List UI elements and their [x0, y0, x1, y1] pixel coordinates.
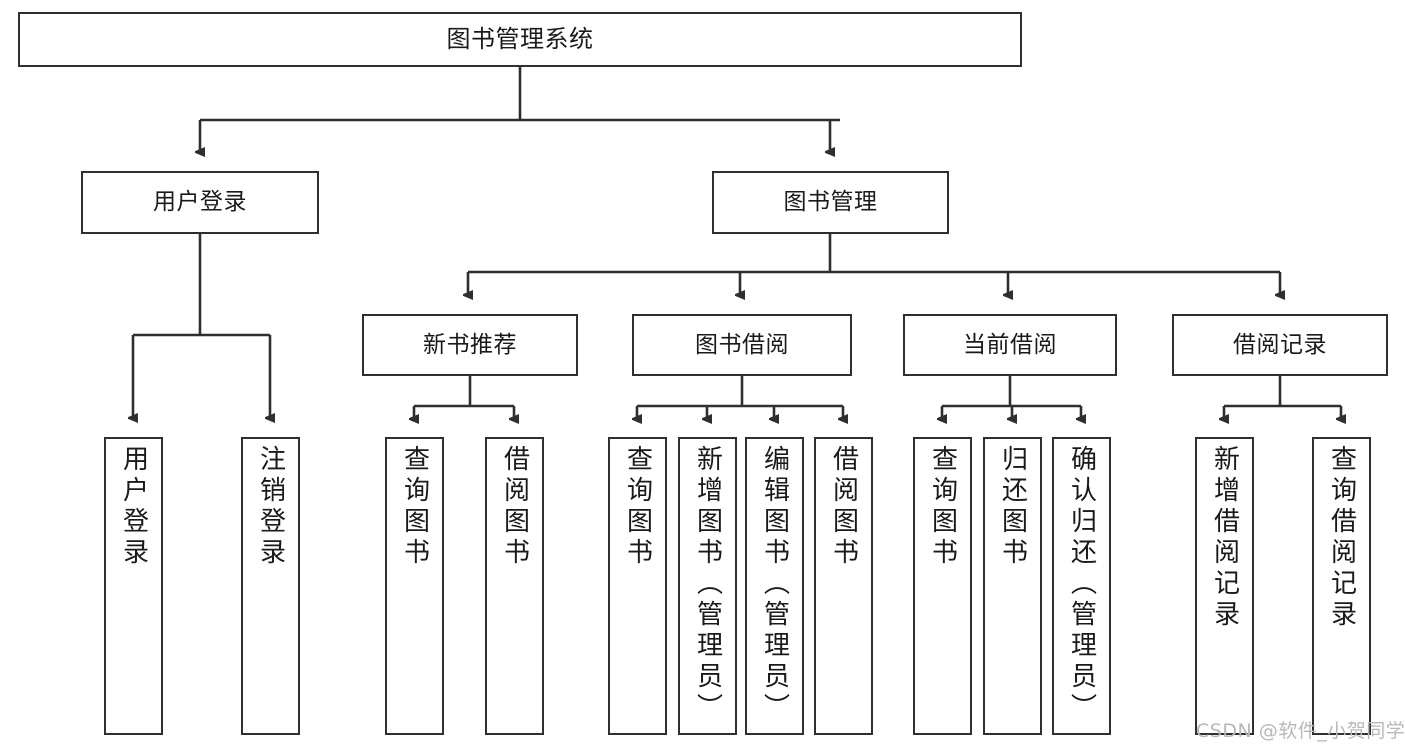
- leaf-confirm-return-admin[interactable]: 确认归还（管理员）: [1052, 437, 1111, 735]
- connector-newbook-to-leaves: [414, 376, 514, 419]
- node-label: 新增借阅记录: [1209, 445, 1240, 631]
- node-book-manage[interactable]: 图书管理: [712, 171, 949, 234]
- connector-bookmanage-to-level3: [468, 234, 1280, 295]
- leaf-user-logout[interactable]: 注销登录: [241, 437, 300, 735]
- node-label: 新增图书（管理员）: [692, 445, 723, 724]
- node-label: 查询借阅记录: [1326, 445, 1357, 631]
- leaf-borrow-book-recommend[interactable]: 借阅图书: [485, 437, 544, 735]
- leaf-query-book-borrow[interactable]: 查询图书: [608, 437, 667, 735]
- node-label: 当前借阅: [963, 331, 1057, 358]
- node-label: 注销登录: [255, 445, 286, 569]
- leaf-add-borrow-record[interactable]: 新增借阅记录: [1195, 437, 1254, 735]
- node-new-book-recommend[interactable]: 新书推荐: [362, 314, 578, 376]
- node-label: 借阅图书: [828, 445, 859, 569]
- node-label: 确认归还（管理员）: [1066, 445, 1097, 724]
- node-current-borrow[interactable]: 当前借阅: [903, 314, 1117, 376]
- leaf-return-book[interactable]: 归还图书: [983, 437, 1042, 735]
- connector-root-to-level2: [200, 67, 840, 152]
- connector-borrowrecord-to-leaves: [1224, 376, 1341, 419]
- node-label: 查询图书: [399, 445, 430, 569]
- leaf-add-book-admin[interactable]: 新增图书（管理员）: [678, 437, 737, 735]
- connector-bookborrow-to-leaves: [637, 376, 843, 419]
- leaf-query-borrow-record[interactable]: 查询借阅记录: [1312, 437, 1371, 735]
- node-book-borrow[interactable]: 图书借阅: [632, 314, 852, 376]
- node-label: 图书管理系统: [446, 24, 594, 53]
- node-label: 借阅图书: [499, 445, 530, 569]
- connector-userlogin-to-leaves: [133, 234, 270, 418]
- node-label: 查询图书: [927, 445, 958, 569]
- node-label: 归还图书: [997, 445, 1028, 569]
- node-label: 编辑图书（管理员）: [759, 445, 790, 724]
- node-label: 查询图书: [622, 445, 653, 569]
- leaf-query-book-recommend[interactable]: 查询图书: [385, 437, 444, 735]
- node-root-system[interactable]: 图书管理系统: [18, 12, 1022, 67]
- node-label: 图书借阅: [695, 331, 789, 358]
- leaf-user-login[interactable]: 用户登录: [104, 437, 163, 735]
- node-label: 图书管理: [783, 189, 878, 216]
- leaf-edit-book-admin[interactable]: 编辑图书（管理员）: [745, 437, 804, 735]
- node-label: 借阅记录: [1233, 331, 1327, 358]
- node-label: 用户登录: [118, 445, 149, 569]
- node-borrow-record[interactable]: 借阅记录: [1172, 314, 1388, 376]
- node-label: 新书推荐: [423, 331, 517, 358]
- node-user-login[interactable]: 用户登录: [81, 171, 319, 234]
- connector-currentborrow-to-leaves: [942, 376, 1081, 419]
- leaf-query-book-current[interactable]: 查询图书: [913, 437, 972, 735]
- leaf-borrow-book[interactable]: 借阅图书: [814, 437, 873, 735]
- node-label: 用户登录: [153, 189, 247, 216]
- csdn-watermark: CSDN @软件_小贺同学: [1196, 720, 1405, 742]
